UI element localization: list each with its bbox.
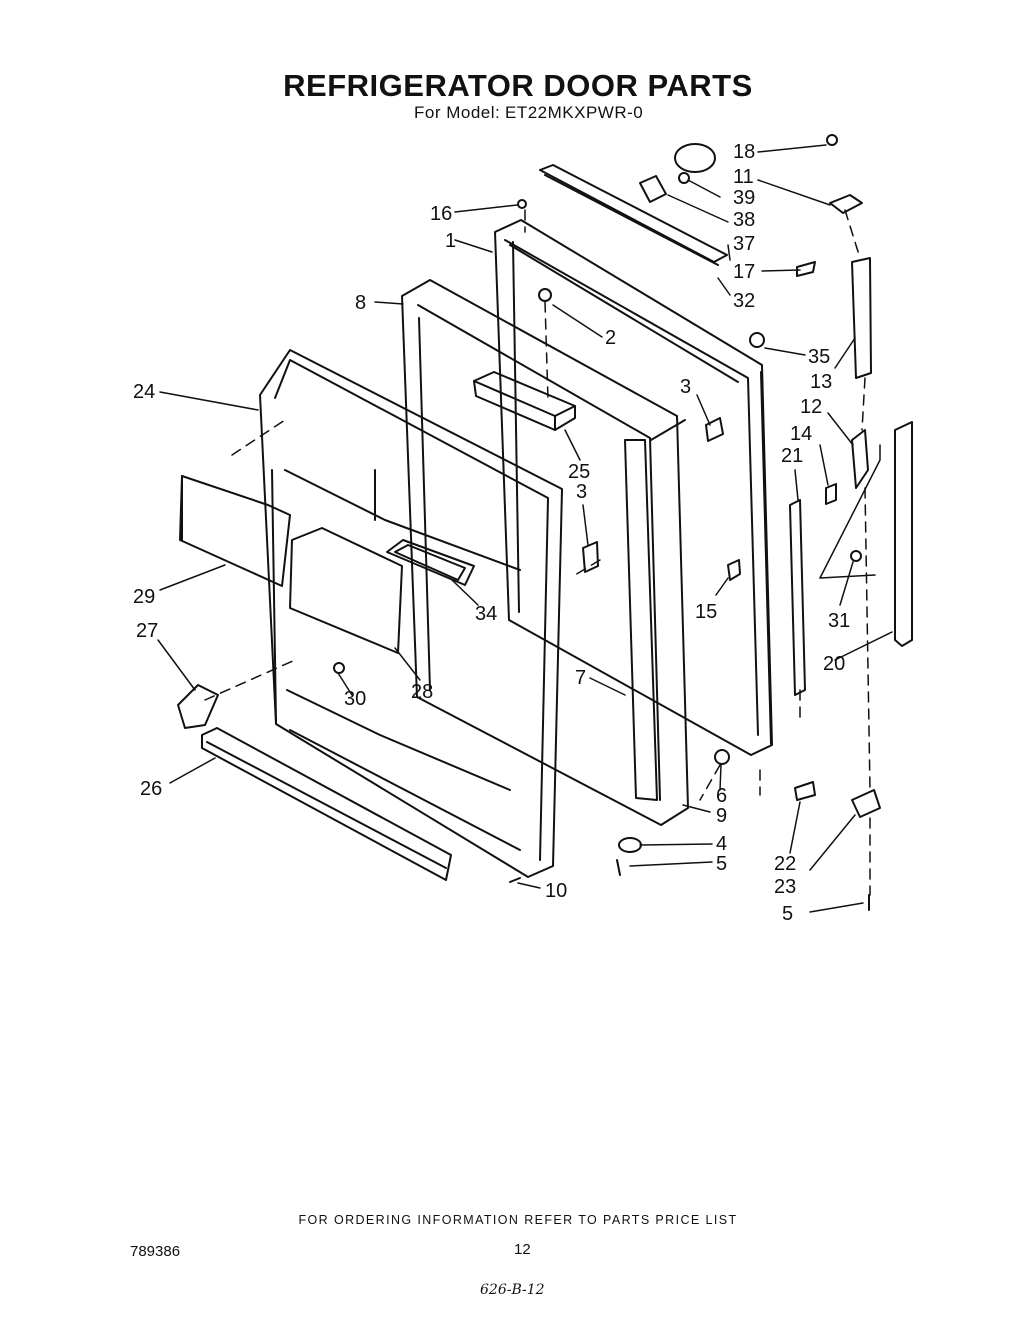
page-title: REFRIGERATOR DOOR PARTS	[283, 68, 753, 103]
hinge-brackets	[177, 194, 881, 818]
callout-4: 4	[716, 833, 727, 855]
leader-lines	[157, 144, 893, 913]
callout-12: 12	[800, 396, 822, 418]
callout-25: 25	[568, 461, 590, 483]
handwritten-code: 626-B-12	[480, 1282, 545, 1298]
callout-34: 34	[475, 603, 497, 625]
side-trims	[789, 257, 913, 696]
callout-13: 13	[810, 371, 832, 393]
callout-9: 9	[716, 805, 727, 827]
bracket-connectors	[819, 444, 881, 579]
callout-28: 28	[411, 681, 433, 703]
callout-8: 8	[355, 292, 366, 314]
outer-door-panel	[494, 219, 773, 756]
page-number: 12	[514, 1241, 531, 1258]
callout-23: 23	[774, 876, 796, 898]
callout-15: 15	[695, 601, 717, 623]
callout-38: 38	[733, 209, 755, 231]
callout-6: 6	[716, 785, 727, 807]
callout-7: 7	[575, 667, 586, 689]
callout-11: 11	[733, 166, 754, 188]
callout-5b: 5	[782, 903, 793, 925]
callout-3a: 3	[680, 376, 691, 398]
callout-32: 32	[733, 290, 755, 312]
callout-29: 29	[133, 586, 155, 608]
liner-block	[473, 371, 576, 431]
ordering-note: FOR ORDERING INFORMATION REFER TO PARTS …	[298, 1213, 738, 1227]
top-trim-strip	[539, 164, 728, 266]
model-prefix: For Model:	[414, 103, 501, 122]
document-number: 789386	[130, 1243, 181, 1260]
inner-door-shelving	[259, 349, 563, 878]
model-number: ET22MKXPWR-0	[504, 103, 644, 122]
callout-26: 26	[140, 778, 162, 800]
callout-31: 31	[828, 610, 850, 632]
callout-35: 35	[808, 346, 830, 368]
callout-21: 21	[781, 445, 803, 467]
shelf-bin	[179, 475, 291, 587]
callout-5a: 5	[716, 853, 727, 875]
door-liner-panel	[401, 279, 689, 826]
callout-22: 22	[774, 853, 796, 875]
model-subtitle: For Model: ET22MKXPWR-0	[414, 103, 643, 123]
callout-17: 17	[733, 261, 755, 283]
small-tray	[386, 539, 475, 586]
callout-14: 14	[790, 423, 812, 445]
alignment-lines	[204, 209, 871, 896]
callout-16: 16	[430, 203, 452, 225]
callout-39: 39	[733, 187, 755, 209]
callout-27: 27	[136, 620, 158, 642]
bottom-rail	[201, 727, 452, 881]
callout-20: 20	[823, 653, 845, 675]
callout-10: 10	[545, 880, 567, 902]
callout-2: 2	[605, 327, 616, 349]
callout-37: 37	[733, 233, 755, 255]
fasteners	[333, 134, 870, 911]
callout-30: 30	[344, 688, 366, 710]
callout-24: 24	[133, 381, 155, 403]
callout-3b: 3	[576, 481, 587, 503]
callout-1: 1	[445, 230, 456, 252]
lower-shelf-bin	[289, 527, 403, 654]
callout-18: 18	[733, 141, 755, 163]
